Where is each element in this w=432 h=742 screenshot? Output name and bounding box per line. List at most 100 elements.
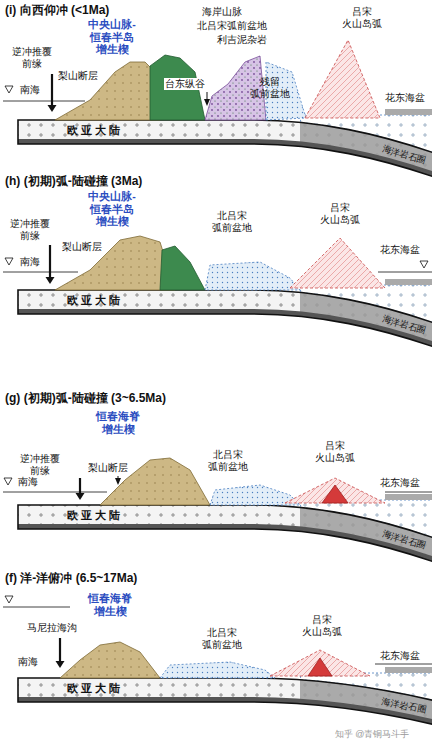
continental-crust [0, 500, 432, 579]
slab-outline [18, 290, 432, 349]
region-label: 残留 弧前盆地 [250, 76, 290, 100]
forearc-basin [160, 662, 275, 678]
sea-level [378, 272, 432, 273]
thrust-arrow [51, 74, 53, 107]
region-label: 花东海盆 [385, 92, 425, 104]
magma-core [308, 658, 332, 676]
volcanic-arc [290, 238, 385, 288]
region-label: 南海 [18, 476, 38, 488]
accretionary-wedge [55, 236, 175, 290]
sea-level [3, 272, 78, 273]
panel-title: (h) (初期)弧-陆碰撞 (3Ma) [5, 174, 142, 188]
volcanic-arc [305, 40, 380, 118]
region-label: 梨山断层 [58, 70, 98, 82]
region-label: 利吉泥杂岩 [217, 34, 267, 46]
magma-core [322, 485, 348, 503]
region-label: 南海 [20, 256, 40, 268]
region-label: 吕宋 火山岛弧 [315, 440, 355, 464]
region-label: 吕宋 火山岛弧 [302, 614, 342, 638]
slab-label: 海洋岩石圈 [381, 144, 427, 167]
sea-level [375, 664, 432, 665]
panel-title: (i) 向西仰冲 (<1Ma) [5, 3, 109, 17]
region-label: 北吕宋 弧前盆地 [208, 449, 248, 473]
region-label: 花东海盆 [380, 650, 420, 662]
sea-level-symbol [5, 258, 13, 265]
region-label: 北吕宋 弧前盆地 [202, 627, 242, 651]
region-label: 南海 [18, 656, 38, 668]
sea-level-symbol [5, 596, 13, 603]
wedge-label: 中央山脉- 恒春半岛 增生楔 [88, 190, 136, 228]
plate-label: 欧亚大陆 [67, 509, 123, 522]
continental-crust [0, 673, 432, 741]
region-label: 逆冲推覆 前缘 [10, 218, 50, 242]
thrust-arrow-head [76, 493, 85, 500]
region-label: 北吕宋弧前盆地 [197, 20, 267, 32]
accretionary-wedge [60, 642, 160, 678]
region-label: 马尼拉海沟 [27, 622, 77, 634]
region-label: 梨山断层 [88, 462, 128, 474]
panel-title: (g) (初期)弧-陆碰撞 (3~6.5Ma) [5, 391, 166, 405]
region-label: 台东纵谷 [164, 78, 206, 90]
thrust-arrow [49, 245, 51, 279]
sea-level [3, 101, 85, 102]
volcanic-arc [285, 478, 385, 503]
region-label: 海岸山脉 [202, 6, 242, 18]
metamorphic-belt [160, 246, 205, 290]
plate-label: 欧亚大陆 [67, 682, 123, 695]
slab-outline [18, 120, 432, 179]
slab-fill [0, 500, 432, 579]
region-label: 逆冲推覆 前缘 [20, 453, 60, 477]
metamorphic-belt [150, 55, 205, 120]
sea-level [3, 607, 70, 608]
accretionary-wedge [55, 62, 160, 120]
pointer-arrow-head [115, 478, 121, 485]
sea-level [385, 492, 432, 493]
region-label: 吕宋 火山岛弧 [320, 202, 360, 226]
thrust-arrow [79, 478, 81, 495]
sea-level-symbol [4, 478, 12, 485]
slab-label: 海洋岩石圈 [381, 696, 427, 716]
sea-floor-strip [385, 109, 432, 115]
thrust-arrow-head [48, 105, 57, 112]
wedge-label: 恒春海脊 增生楔 [96, 410, 140, 435]
region-label: 逆冲推覆 前缘 [12, 46, 52, 70]
thrust-arrow-head [56, 661, 65, 668]
continental-crust [0, 115, 432, 194]
thrust-arrow-head [46, 277, 55, 284]
continental-crust [0, 285, 432, 364]
slab-label: 海洋岩石圈 [381, 314, 427, 337]
sea-level-symbol [420, 261, 428, 268]
wedge-label: 中央山脉- 恒春半岛 增生楔 [88, 18, 136, 56]
volcanic-arc [270, 650, 370, 676]
slab-fill [0, 673, 432, 741]
lithosphere-mantle [18, 314, 432, 349]
plate-label: 欧亚大陆 [67, 124, 123, 137]
region-label: 花东海盆 [380, 244, 420, 256]
slab-outline [18, 505, 432, 564]
region-label: 花东海盆 [380, 477, 420, 489]
plate-label: 欧亚大陆 [67, 294, 123, 307]
sea-floor-strip [385, 494, 432, 500]
thrust-arrow [59, 638, 61, 663]
slab-outline [18, 678, 432, 726]
region-label: 梨山断层 [62, 241, 102, 253]
watermark: 知乎 @青铜马斗手 [335, 729, 410, 740]
sea-level [3, 492, 107, 493]
wedge-label: 恒春海脊 增生楔 [88, 592, 132, 617]
lithosphere-mantle [18, 144, 432, 179]
sea-floor-strip [385, 279, 432, 285]
slab-label: 海洋岩石圈 [381, 529, 427, 552]
forearc-basin [205, 262, 300, 290]
sea-floor-strip [385, 667, 432, 673]
region-label: 北吕宋 弧前盆地 [212, 210, 252, 234]
region-label: 吕宋 火山岛弧 [342, 6, 382, 30]
region-label: 南海 [20, 84, 40, 96]
lithosphere-mantle [18, 529, 432, 564]
panel-title: (f) 洋-洋俯冲 (6.5~17Ma) [5, 571, 137, 585]
cross-section-panels [0, 40, 432, 741]
pointer-arrow-head [204, 99, 210, 106]
sea-level-symbol [5, 86, 13, 93]
slab-fill [0, 285, 432, 364]
lithosphere-mantle [18, 702, 432, 726]
slab-fill [0, 115, 432, 194]
